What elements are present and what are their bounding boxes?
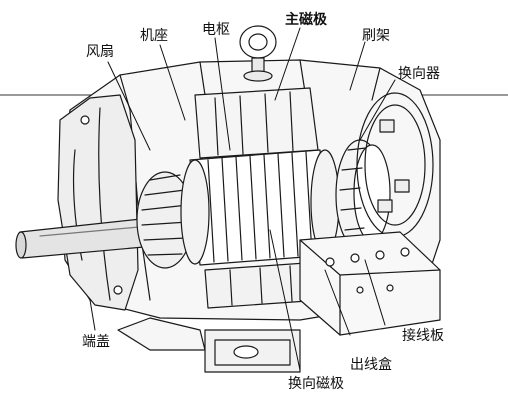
label-commutating-pole: 换向磁极 (288, 376, 344, 392)
label-armature: 电枢 (202, 22, 230, 38)
main-pole (194, 87, 319, 159)
lifting-eye (239, 25, 277, 82)
armature (180, 149, 340, 266)
label-brush-holder: 刷架 (362, 28, 390, 44)
label-fan: 风扇 (86, 44, 114, 60)
motor-base (117, 317, 301, 373)
label-terminal-box: 出线盒 (350, 357, 392, 373)
label-commutator: 换向器 (398, 66, 440, 82)
label-main-pole: 主磁极 (285, 12, 327, 28)
label-terminal-board: 接线板 (402, 328, 444, 344)
terminal-box (299, 231, 441, 336)
end-cover (57, 94, 139, 311)
label-end-cover: 端盖 (82, 334, 110, 350)
label-frame: 机座 (140, 28, 168, 44)
leader-lines (89, 27, 396, 371)
